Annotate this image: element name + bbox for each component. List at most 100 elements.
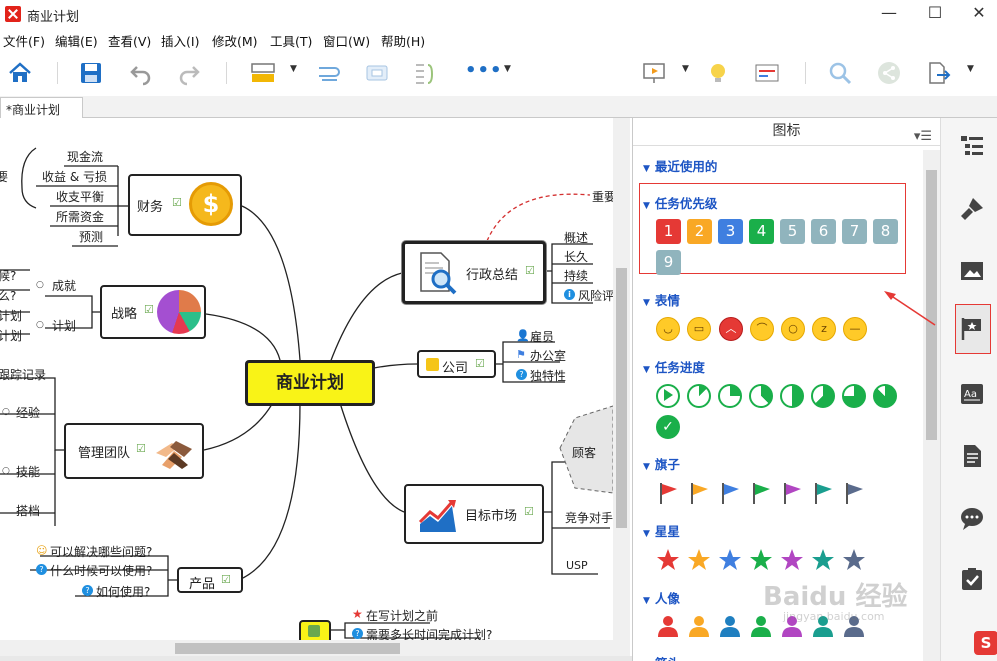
scroll-thumb[interactable]	[616, 268, 627, 528]
flag-icon[interactable]	[687, 481, 711, 505]
section-stars[interactable]: ▼星星	[643, 521, 680, 540]
topic-executive-summary[interactable]: 行政总结 ☑	[402, 241, 546, 304]
sogou-ime-icon[interactable]: S	[974, 631, 997, 655]
star-icon[interactable]	[656, 548, 680, 572]
leaf-sustain[interactable]: 持续	[564, 269, 589, 283]
leaf-plan[interactable]: 计划	[52, 319, 77, 333]
leaf-experience[interactable]: 经验	[16, 406, 41, 420]
panel-menu-icon[interactable]: ▾☰	[913, 129, 932, 144]
menu-window[interactable]: 窗口(W)	[323, 34, 371, 49]
leaf-achievement[interactable]: 成就	[52, 279, 77, 293]
star-icon[interactable]	[780, 548, 804, 572]
surprise-icon[interactable]: ○	[781, 317, 805, 341]
leaf-how-to-use[interactable]: 如何使用?	[96, 585, 151, 599]
progress-88-icon[interactable]	[873, 384, 897, 408]
section-emotion[interactable]: ▼表情	[643, 290, 680, 309]
star-icon[interactable]	[842, 548, 866, 572]
format-panel-icon[interactable]	[754, 60, 780, 86]
leaf-which-problems[interactable]: 可以解决哪些问题?	[50, 545, 153, 559]
close-button[interactable]: ✕	[972, 3, 986, 22]
redo-icon[interactable]	[176, 60, 202, 86]
more-dropdown-icon[interactable]: ▼	[504, 64, 511, 74]
priority-1-icon[interactable]: 1	[656, 219, 681, 244]
leaf-overview[interactable]: 概述	[564, 231, 589, 245]
export-dropdown-icon[interactable]: ▼	[967, 64, 974, 74]
leaf-forecast[interactable]: 预测	[79, 230, 104, 244]
priority-2-icon[interactable]: 2	[687, 219, 712, 244]
topic-company[interactable]: 公司 ☑	[417, 350, 496, 378]
flag-icon[interactable]	[656, 481, 680, 505]
search-icon[interactable]	[827, 60, 853, 86]
flag-icon[interactable]	[749, 481, 773, 505]
task-icon[interactable]	[959, 566, 985, 592]
leaf-before-writing[interactable]: 在写计划之前	[366, 609, 439, 623]
angry-icon[interactable]: ︿	[719, 317, 743, 341]
sleepy-icon[interactable]: z	[812, 317, 836, 341]
leaf-usp[interactable]: USP	[566, 559, 588, 572]
flag-icon[interactable]	[718, 481, 742, 505]
more-icon[interactable]: •••	[465, 60, 503, 81]
priority-9-icon[interactable]: 9	[656, 250, 681, 275]
topic-finance[interactable]: 财务 ☑ $	[128, 174, 242, 236]
menu-file[interactable]: 文件(F)	[3, 34, 45, 49]
topic-product[interactable]: 产品 ☑	[177, 567, 243, 593]
menu-edit[interactable]: 编辑(E)	[55, 34, 98, 49]
section-people[interactable]: ▼人像	[643, 588, 680, 607]
menu-modify[interactable]: 修改(M)	[212, 34, 258, 49]
image-icon[interactable]	[959, 258, 985, 284]
presentation-icon[interactable]	[641, 60, 667, 86]
leaf-uniqueness[interactable]: 独特性	[530, 369, 567, 383]
topic-dropdown-icon[interactable]: ▼	[290, 64, 297, 74]
section-flags[interactable]: ▼旗子	[643, 454, 680, 473]
leaf-skills[interactable]: 技能	[16, 465, 41, 479]
leaf-required-funds[interactable]: 所需资金	[56, 210, 105, 224]
section-recent[interactable]: ▼最近使用的	[643, 156, 717, 175]
comment-icon[interactable]	[959, 506, 985, 532]
central-topic[interactable]: 商业计划	[245, 360, 375, 406]
leaf-clipped[interactable]: 跟踪记录	[0, 368, 47, 382]
collapse-circle-icon[interactable]: ○	[2, 466, 10, 476]
share-icon[interactable]	[876, 60, 902, 86]
priority-5-icon[interactable]: 5	[780, 219, 805, 244]
priority-4-icon[interactable]: 4	[749, 219, 774, 244]
leaf-competitors[interactable]: 竞争对手	[565, 511, 613, 525]
leaf-profit-loss[interactable]: 收益 & 亏损	[42, 170, 107, 184]
leaf-office[interactable]: 办公室	[530, 349, 567, 363]
export-icon[interactable]	[925, 60, 951, 86]
relationship-icon[interactable]	[315, 60, 341, 86]
flag-icon[interactable]	[842, 481, 866, 505]
star-icon[interactable]	[811, 548, 835, 572]
mindmap-canvas[interactable]: 商业计划 财务 ☑ $ 现金流 收益 & 亏损 收支平衡 所需资金 预测 要 战…	[0, 118, 613, 640]
star-icon[interactable]	[749, 548, 773, 572]
scroll-thumb[interactable]	[926, 170, 937, 440]
star-icon[interactable]	[718, 548, 742, 572]
brush-icon[interactable]	[959, 196, 985, 222]
section-progress[interactable]: ▼任务进度	[643, 357, 705, 376]
person-icon[interactable]	[811, 614, 835, 638]
star-icon[interactable]	[687, 548, 711, 572]
progress-63-icon[interactable]	[811, 384, 835, 408]
neutral-icon[interactable]: —	[843, 317, 867, 341]
topic-icon[interactable]	[250, 60, 276, 86]
leaf-breakeven[interactable]: 收支平衡	[56, 190, 105, 204]
collapse-circle-icon[interactable]: ○	[36, 320, 44, 330]
person-icon[interactable]	[718, 614, 742, 638]
document-icon[interactable]	[959, 443, 985, 469]
boundary-icon[interactable]	[364, 60, 390, 86]
scroll-thumb[interactable]	[175, 643, 400, 654]
menu-insert[interactable]: 插入(I)	[161, 34, 200, 49]
topic-before-writing[interactable]	[299, 620, 331, 640]
leaf-risk[interactable]: 风险评	[578, 289, 613, 303]
leaf-clipped[interactable]: 计划	[0, 309, 23, 323]
tab-business-plan[interactable]: *商业计划	[0, 97, 83, 119]
section-priority[interactable]: ▼任务优先级	[643, 193, 717, 212]
topic-strategy[interactable]: 战略 ☑	[100, 285, 206, 339]
person-icon[interactable]	[842, 614, 866, 638]
text-style-icon[interactable]: Aa	[959, 381, 985, 407]
menu-tools[interactable]: 工具(T)	[270, 34, 313, 49]
leaf-clipped[interactable]: 要	[0, 170, 9, 184]
cry-icon[interactable]: ⌒	[750, 317, 774, 341]
undo-icon[interactable]	[128, 60, 154, 86]
flag-icon[interactable]	[811, 481, 835, 505]
topic-management-team[interactable]: 管理团队 ☑	[64, 423, 204, 479]
